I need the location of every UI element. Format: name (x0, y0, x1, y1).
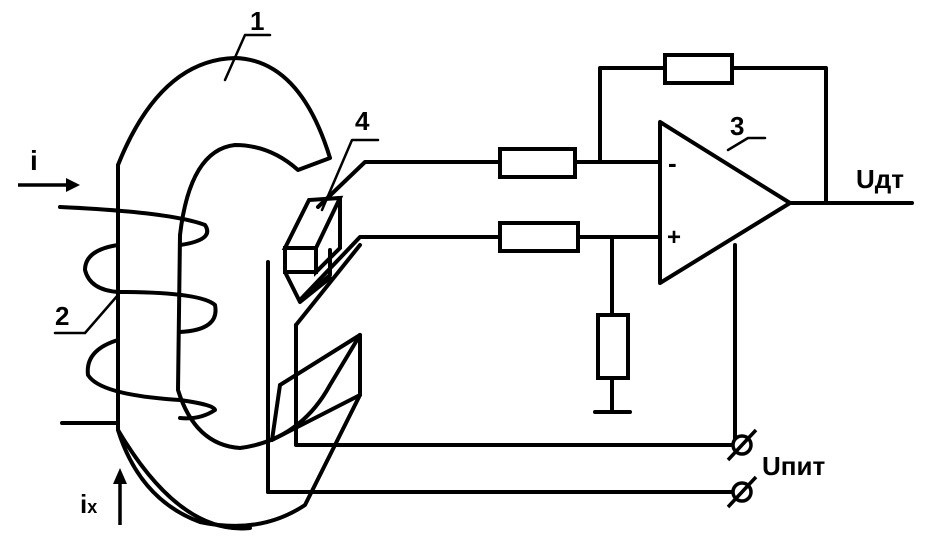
ground-resistor (596, 313, 630, 380)
supply-terminals (726, 428, 758, 509)
hall-sensor (281, 195, 344, 304)
op-amp: - + (658, 120, 792, 285)
opamp-plus-sign: + (667, 224, 681, 251)
input-resistor-non-inverting (498, 221, 580, 253)
label-output-voltage: Uдт (856, 164, 904, 194)
winding-coil (58, 205, 218, 425)
wiring (266, 66, 914, 494)
input-resistor-inverting (498, 147, 577, 179)
label-current-ix: ix (80, 489, 97, 519)
label-core-1: 1 (250, 6, 264, 36)
label-opamp-3: 3 (730, 111, 744, 141)
label-sensor-4: 4 (355, 106, 370, 136)
label-current-ix-sub: x (87, 497, 97, 517)
label-supply-voltage: Uпит (762, 451, 825, 481)
current-arrow-i (18, 178, 80, 192)
feedback-resistor (663, 53, 734, 85)
magnetic-core (116, 56, 362, 531)
current-arrow-ix (113, 468, 127, 525)
sensor-bracket (266, 243, 362, 494)
label-winding-2: 2 (55, 301, 69, 331)
label-current-i: i (30, 145, 38, 176)
opamp-minus-sign: - (668, 148, 677, 178)
